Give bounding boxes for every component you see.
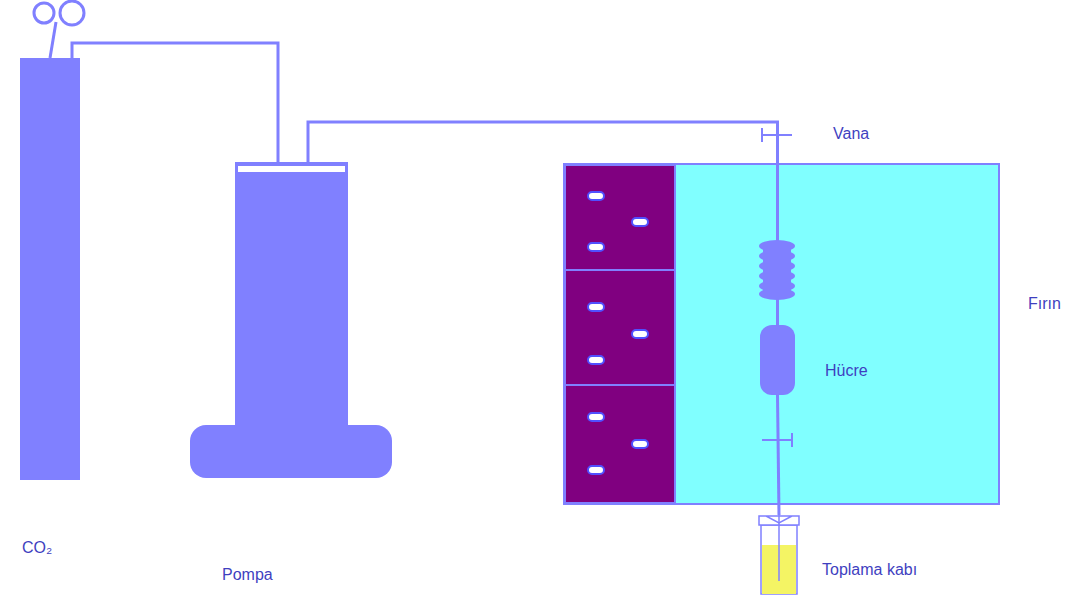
collection-vessel: Toplama kabı — [758, 515, 800, 595]
heater-element — [632, 330, 648, 338]
outlet-tube — [778, 515, 780, 581]
extraction-cell-outline — [760, 325, 795, 395]
valve-symbol — [791, 433, 793, 447]
part-label: Fırın — [1028, 294, 1061, 314]
heater-element — [632, 440, 648, 448]
gas-cylinder-outline — [20, 58, 80, 480]
cylinder-knob — [34, 3, 54, 23]
heater-element — [632, 218, 648, 226]
preheat-coil — [759, 240, 795, 252]
part-label: Hücre — [825, 361, 868, 381]
heater-element — [588, 356, 604, 364]
pump-body — [235, 162, 348, 427]
pump: Pompa — [190, 162, 392, 478]
panel-divider — [565, 384, 675, 386]
oven: FırınHücre — [563, 163, 1000, 505]
heater-element — [588, 192, 604, 200]
cylinder-stem — [50, 22, 56, 58]
preheat-coil — [759, 270, 795, 282]
part-label: Toplama kabı — [822, 560, 917, 580]
heater-element — [588, 243, 604, 251]
pipe — [72, 43, 278, 162]
heater-element — [588, 413, 604, 421]
part-label: CO₂ — [22, 538, 52, 558]
extraction-cell: Hücre — [760, 325, 795, 395]
pump-base — [190, 425, 392, 478]
preheat-coil — [759, 260, 795, 272]
preheat-coil — [763, 244, 791, 296]
heater-element — [588, 303, 604, 311]
cell-body — [760, 325, 795, 395]
cylinder-body — [20, 58, 80, 480]
oven-chamber — [563, 163, 1000, 505]
preheat-coil — [759, 250, 795, 262]
heater-element — [588, 466, 604, 474]
preheat-coil — [759, 280, 795, 292]
pump-outline — [190, 162, 392, 478]
valve-label: Vana — [833, 124, 869, 144]
valve-symbol — [762, 134, 792, 136]
part-label: Pompa — [222, 565, 273, 585]
preheat-coil — [759, 288, 795, 300]
pump-lid — [238, 166, 345, 172]
valve-symbol — [762, 439, 792, 441]
heater-panel — [565, 165, 675, 503]
collection-vessel-outline — [758, 515, 800, 595]
panel-divider — [565, 269, 675, 271]
valve-symbol — [761, 128, 763, 142]
pipe — [308, 122, 778, 325]
pipe — [778, 395, 780, 515]
cylinder-knob — [60, 1, 84, 25]
gas-cylinder: CO₂ — [20, 58, 80, 480]
